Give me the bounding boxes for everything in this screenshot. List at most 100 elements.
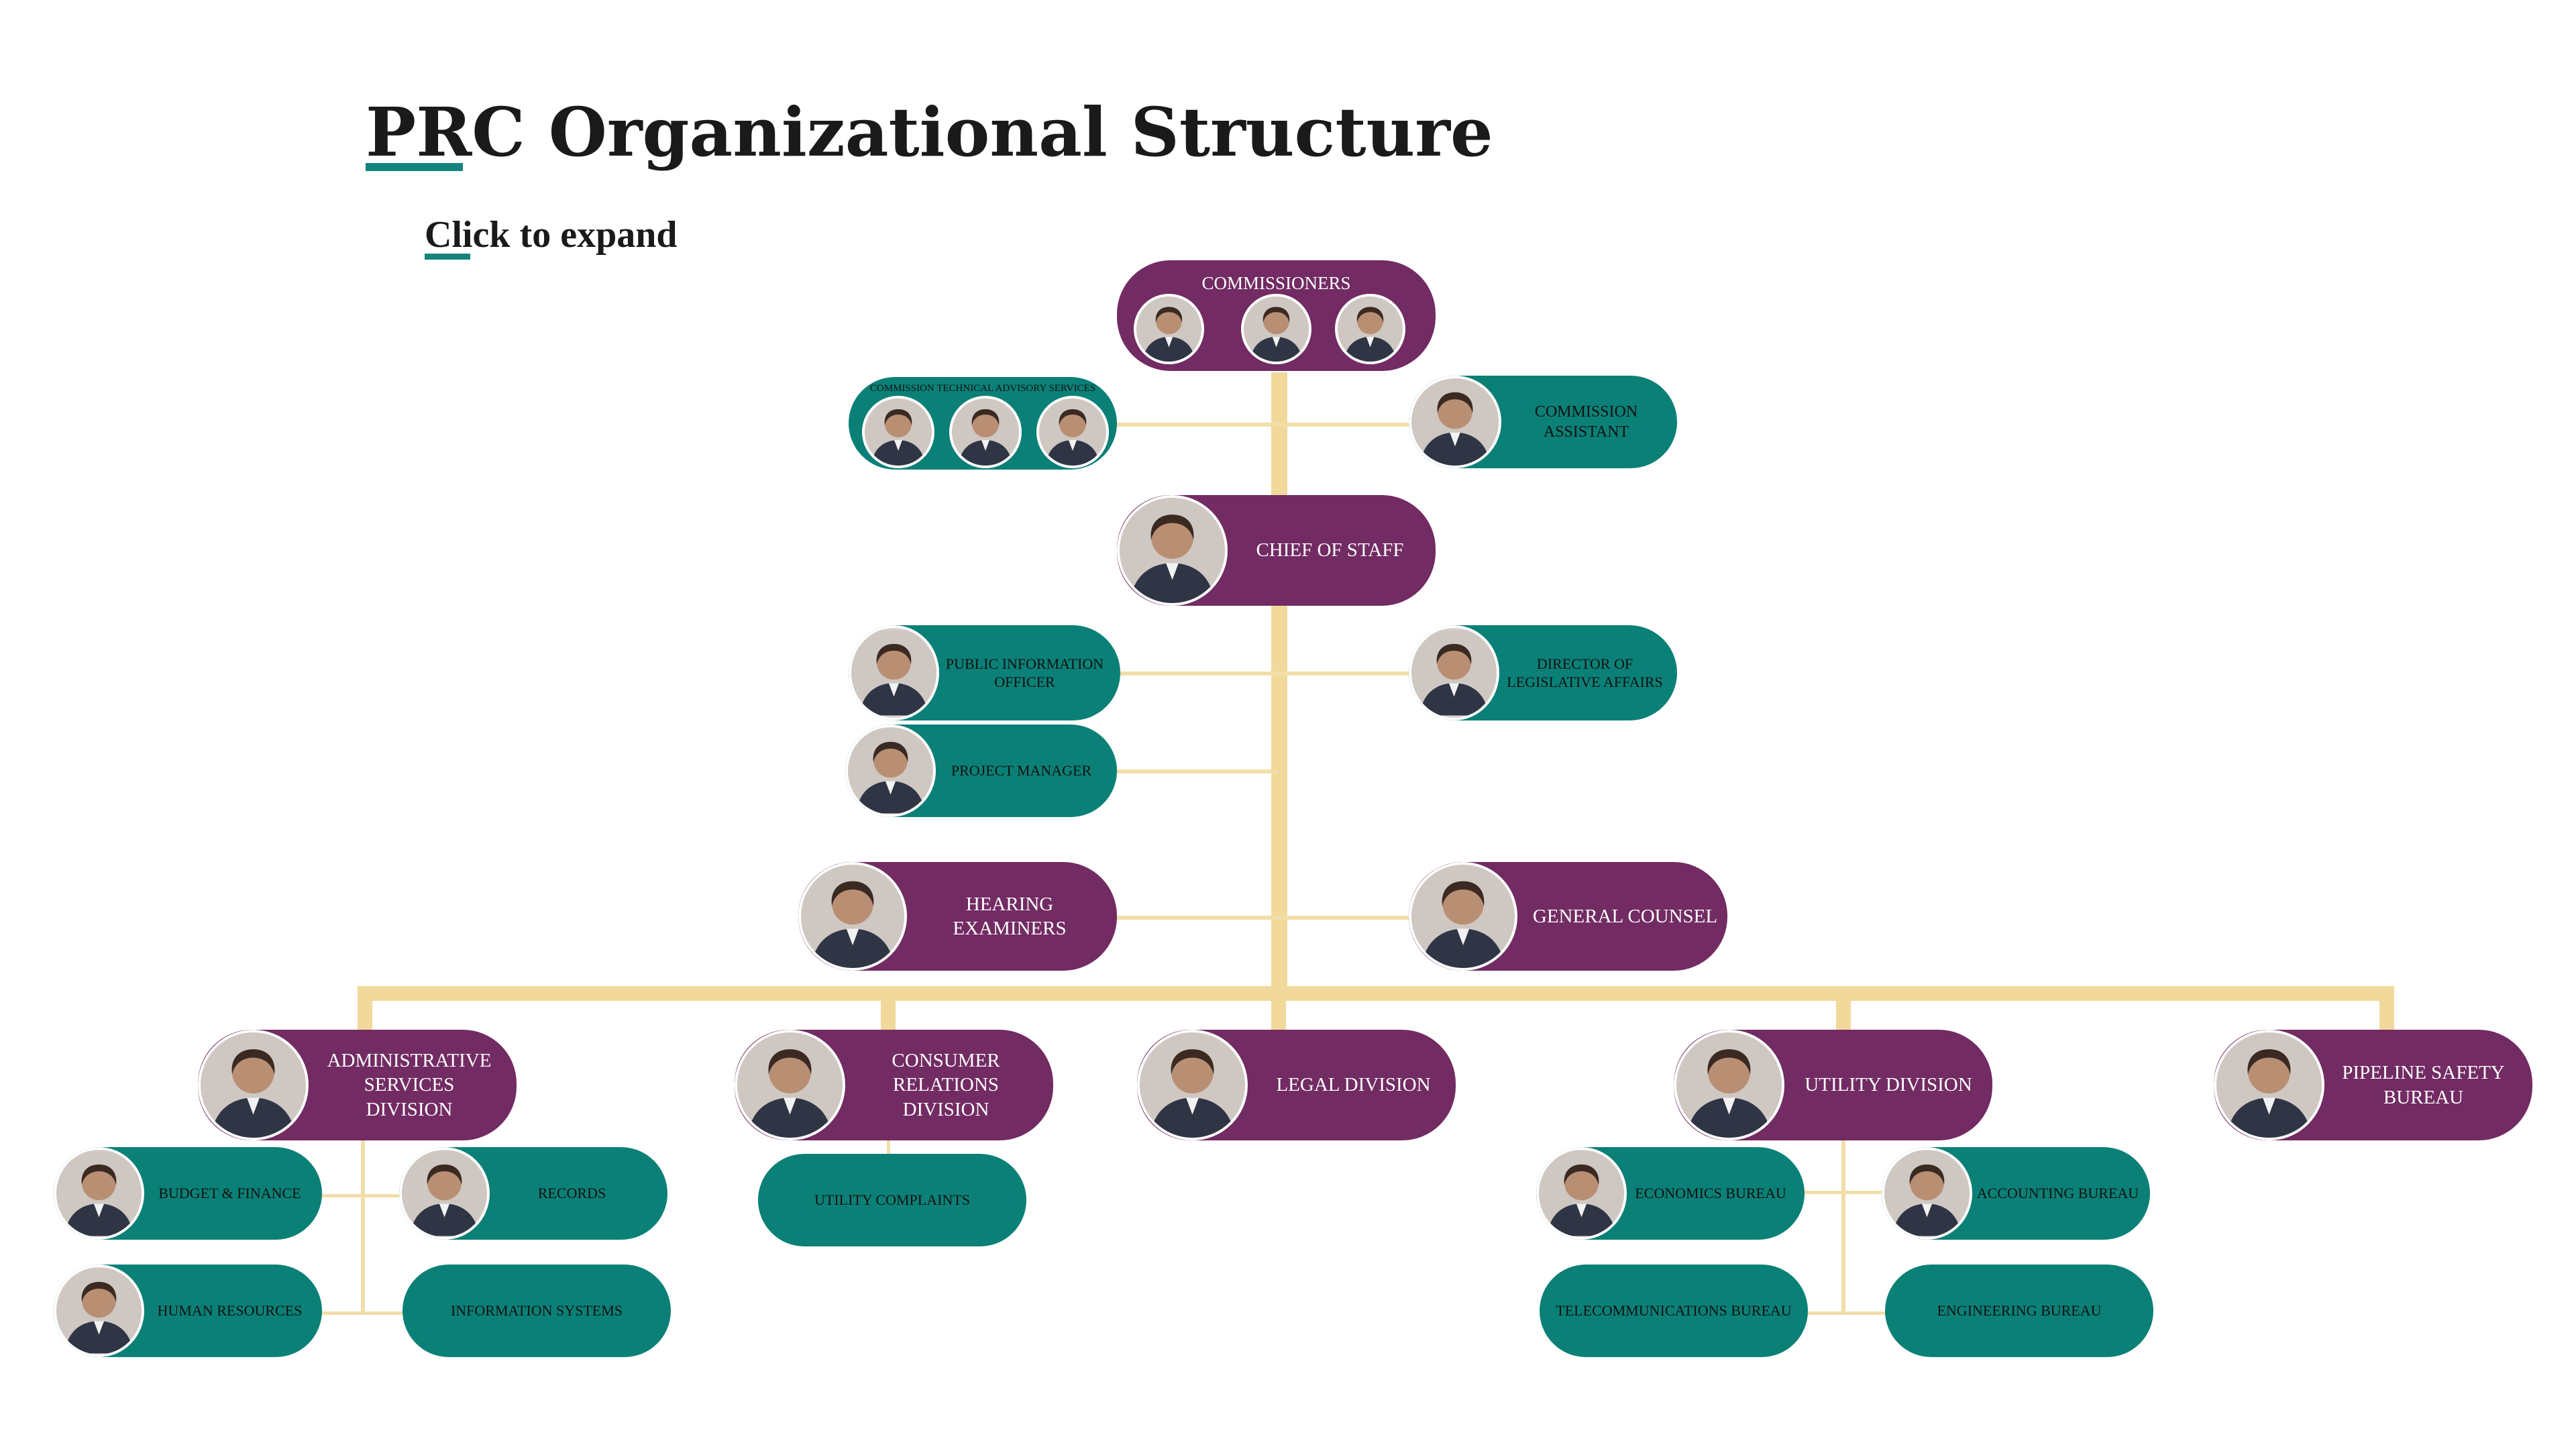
information-systems-node[interactable]: INFORMATION SYSTEMS — [402, 1265, 671, 1357]
utility-division-label: UTILITY DIVISION — [1805, 1074, 1972, 1096]
accounting-bureau-photo — [1882, 1147, 1972, 1240]
person-photo-icon — [1411, 865, 1515, 968]
person-photo-icon — [801, 865, 904, 968]
connector-admin-row1 — [319, 1194, 406, 1197]
project-manager-label: PROJECT MANAGER — [951, 762, 1092, 780]
connector-utility-children — [1841, 1134, 1845, 1315]
human-resources-photo — [54, 1265, 144, 1357]
person-photo-icon — [56, 1150, 142, 1237]
consumer-relations-division-photo — [735, 1030, 845, 1140]
person-photo-icon — [2216, 1032, 2322, 1138]
chief-of-staff-node[interactable]: CHIEF OF STAFF — [1117, 495, 1436, 606]
accounting-bureau-label: ACCOUNTING BUREAU — [1976, 1185, 2139, 1202]
connector-drop-pipeline — [2379, 986, 2394, 1033]
records-node[interactable]: RECORDS — [399, 1147, 667, 1240]
connector-admin-children — [361, 1134, 365, 1315]
director-legislative-affairs-label: DIRECTOR OF LEGISLATIVE AFFAIRS — [1507, 655, 1663, 691]
person-photo-icon — [865, 398, 932, 466]
administrative-services-division-photo — [198, 1030, 309, 1140]
person-photo-icon — [201, 1032, 306, 1138]
project-manager-node[interactable]: PROJECT MANAGER — [845, 724, 1117, 817]
connector-division-bar — [358, 986, 2394, 1001]
commission-assistant-node[interactable]: COMMISSION ASSISTANT — [1409, 376, 1677, 468]
budget-finance-photo — [54, 1147, 144, 1240]
title-accent-underline — [366, 163, 463, 171]
pipeline-safety-bureau-photo — [2214, 1030, 2324, 1140]
commission-technical-advisory-label: COMMISSION TECHNICAL ADVISORY SERVICES — [869, 382, 1096, 394]
utility-complaints-node[interactable]: UTILITY COMPLAINTS — [758, 1154, 1026, 1246]
administrative-services-division-label: ADMINISTRATIVE SERVICES DIVISION — [327, 1050, 492, 1120]
engineering-bureau-node[interactable]: ENGINEERING BUREAU — [1885, 1265, 2153, 1357]
utility-division-node[interactable]: UTILITY DIVISION — [1674, 1030, 1992, 1140]
commissioner-photo-1 — [1134, 294, 1204, 364]
telecommunications-bureau-node[interactable]: TELECOMMUNICATIONS BUREAU — [1540, 1265, 1808, 1357]
advisor-photo-2 — [949, 396, 1022, 468]
expand-link[interactable]: Click to expand — [425, 214, 678, 256]
expand-accent-underline — [425, 254, 470, 260]
chief-of-staff-photo — [1117, 495, 1228, 606]
budget-finance-node[interactable]: BUDGET & FINANCE — [54, 1147, 322, 1240]
records-label: RECORDS — [537, 1185, 606, 1202]
person-photo-icon — [851, 628, 936, 718]
general-counsel-label: GENERAL COUNSEL — [1532, 905, 1718, 927]
connector-pio-branch — [1117, 672, 1424, 676]
connector-admin-row2 — [319, 1311, 406, 1315]
public-information-officer-node[interactable]: PUBLIC INFORMATION OFFICER — [849, 625, 1120, 720]
person-photo-icon — [952, 398, 1019, 466]
commission-assistant-photo — [1409, 376, 1501, 468]
public-information-officer-label: PUBLIC INFORMATION OFFICER — [945, 655, 1104, 691]
director-legislative-affairs-node[interactable]: DIRECTOR OF LEGISLATIVE AFFAIRS — [1409, 625, 1677, 720]
connector-commission-branch — [1117, 423, 1424, 427]
page-title: PRC Organizational Structure — [366, 93, 1493, 172]
person-photo-icon — [56, 1267, 142, 1354]
person-photo-icon — [737, 1032, 843, 1138]
connector-project-manager — [1114, 769, 1278, 773]
pipeline-safety-bureau-node[interactable]: PIPELINE SAFETY BUREAU — [2214, 1030, 2532, 1140]
person-photo-icon — [1539, 1150, 1624, 1237]
connector-drop-admin — [358, 986, 372, 1033]
consumer-relations-division-label: CONSUMER RELATIONS DIVISION — [892, 1050, 1000, 1120]
person-photo-icon — [402, 1150, 487, 1237]
commissioner-photo-2 — [1241, 294, 1311, 364]
economics-bureau-label: ECONOMICS BUREAU — [1635, 1185, 1786, 1202]
pipeline-safety-bureau-label: PIPELINE SAFETY BUREAU — [2342, 1062, 2505, 1108]
connector-utility-row1 — [1798, 1191, 1888, 1194]
utility-division-photo — [1674, 1030, 1784, 1140]
hearing-examiners-photo — [798, 862, 907, 971]
legal-division-node[interactable]: LEGAL DIVISION — [1137, 1030, 1456, 1140]
economics-bureau-photo — [1536, 1147, 1627, 1240]
director-legislative-affairs-photo — [1409, 625, 1499, 720]
connector-utility-row2 — [1798, 1311, 1888, 1315]
chief-of-staff-label: CHIEF OF STAFF — [1256, 539, 1404, 561]
commission-technical-advisory-node[interactable]: COMMISSION TECHNICAL ADVISORY SERVICES — [849, 377, 1117, 470]
hearing-examiners-node[interactable]: HEARING EXAMINERS — [798, 862, 1117, 971]
administrative-services-division-node[interactable]: ADMINISTRATIVE SERVICES DIVISION — [198, 1030, 517, 1140]
connector-consumer-children — [887, 1134, 890, 1154]
person-photo-icon — [1140, 1032, 1245, 1138]
human-resources-label: HUMAN RESOURCES — [157, 1302, 303, 1320]
engineering-bureau-label: ENGINEERING BUREAU — [1937, 1302, 2102, 1320]
legal-division-label: LEGAL DIVISION — [1276, 1074, 1431, 1096]
connector-drop-consumer — [881, 986, 896, 1033]
information-systems-label: INFORMATION SYSTEMS — [450, 1302, 623, 1320]
consumer-relations-division-node[interactable]: CONSUMER RELATIONS DIVISION — [735, 1030, 1053, 1140]
connector-counsel-branch — [1114, 916, 1422, 920]
person-photo-icon — [1676, 1032, 1782, 1138]
connector-drop-legal — [1271, 986, 1286, 1033]
hearing-examiners-label: HEARING EXAMINERS — [953, 893, 1067, 939]
accounting-bureau-node[interactable]: ACCOUNTING BUREAU — [1882, 1147, 2150, 1240]
commissioners-node[interactable]: COMMISSIONERS — [1117, 260, 1436, 371]
general-counsel-node[interactable]: GENERAL COUNSEL — [1409, 862, 1727, 971]
person-photo-icon — [1411, 378, 1499, 466]
person-photo-icon — [1411, 628, 1497, 718]
human-resources-node[interactable]: HUMAN RESOURCES — [54, 1265, 322, 1357]
advisor-photo-1 — [862, 396, 934, 468]
connector-drop-utility — [1836, 986, 1851, 1033]
person-photo-icon — [1039, 398, 1106, 466]
person-photo-icon — [1244, 297, 1309, 362]
person-photo-icon — [1120, 498, 1225, 603]
commission-assistant-label: COMMISSION ASSISTANT — [1534, 403, 1638, 441]
budget-finance-label: BUDGET & FINANCE — [158, 1185, 301, 1202]
general-counsel-photo — [1409, 862, 1517, 971]
economics-bureau-node[interactable]: ECONOMICS BUREAU — [1536, 1147, 1805, 1240]
